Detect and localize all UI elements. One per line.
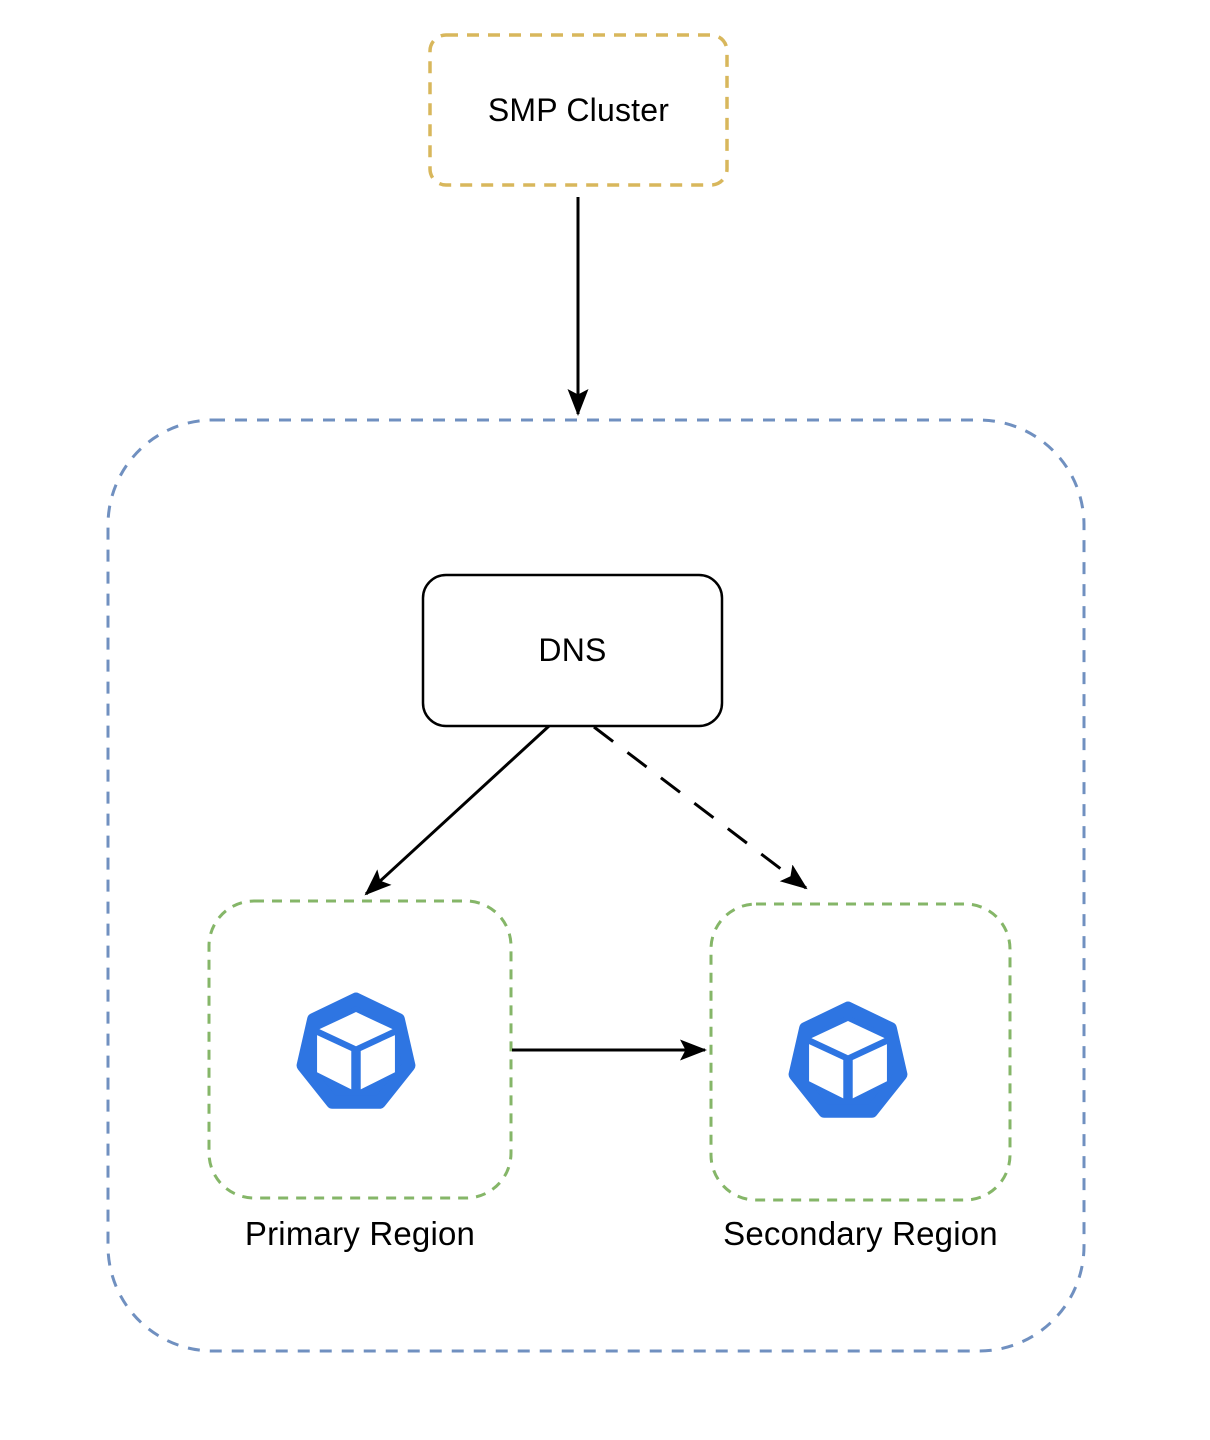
dns-box [421,573,724,728]
cube-heptagon-icon [788,1001,908,1118]
smp-cluster-box [428,33,729,187]
secondary-region-label: Secondary Region [723,1215,998,1253]
smp-cluster-label: SMP Cluster [487,91,670,128]
edge-dns-to-primary [364,724,551,896]
cube-heptagon-icon [296,992,416,1109]
dns-label: DNS [538,632,607,669]
regions-container-box [106,418,1086,1353]
edge-dns-to-secondary [593,725,808,890]
primary-region-label: Primary Region [244,1215,476,1253]
